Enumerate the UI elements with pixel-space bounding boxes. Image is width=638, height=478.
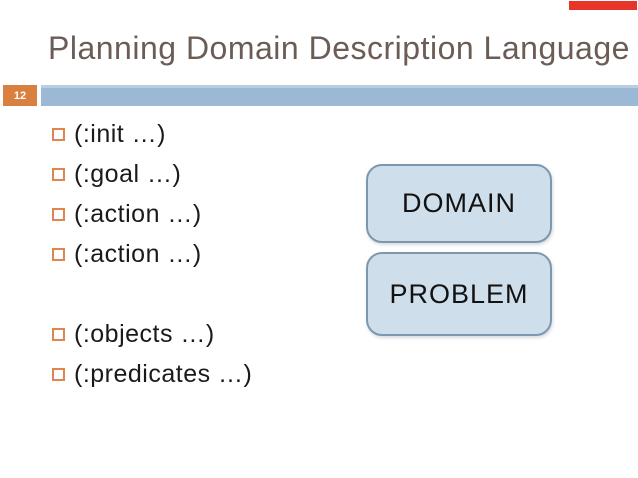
domain-box: DOMAIN: [366, 164, 552, 243]
bullet-square-icon: [52, 167, 65, 181]
problem-box-label: PROBLEM: [389, 278, 529, 309]
bullet-label: (:action …): [74, 199, 202, 228]
page-number-badge: 12: [3, 85, 37, 106]
problem-box: PROBLEM: [366, 252, 552, 336]
accent-bar: [41, 85, 638, 106]
list-item: (:action …): [52, 194, 252, 234]
bullet-square-icon: [52, 207, 65, 221]
bullet-list: (:init …) (:goal …) (:action …) (:action…: [52, 114, 252, 394]
bullet-label: (:init …): [74, 119, 166, 148]
bullet-label: (:action …): [74, 239, 202, 268]
red-indicator: [569, 1, 637, 10]
domain-box-label: DOMAIN: [402, 188, 516, 218]
list-item: (:predicates …): [52, 354, 252, 394]
list-item: (:objects …): [52, 314, 252, 354]
bullet-square-icon: [52, 247, 65, 261]
header-bar: 12: [0, 85, 638, 106]
bullet-square-icon: [52, 367, 65, 381]
bullet-label: (:goal …): [74, 159, 182, 188]
list-item: (:goal …): [52, 154, 252, 194]
bullet-label: (:predicates …): [74, 359, 253, 388]
page-title: Planning Domain Description Language: [48, 30, 630, 66]
list-item: (:init …): [52, 114, 252, 154]
bullet-label: (:objects …): [74, 319, 215, 348]
list-item: (:action …): [52, 234, 252, 274]
bullet-square-icon: [52, 127, 65, 141]
bullet-square-icon: [52, 327, 65, 341]
